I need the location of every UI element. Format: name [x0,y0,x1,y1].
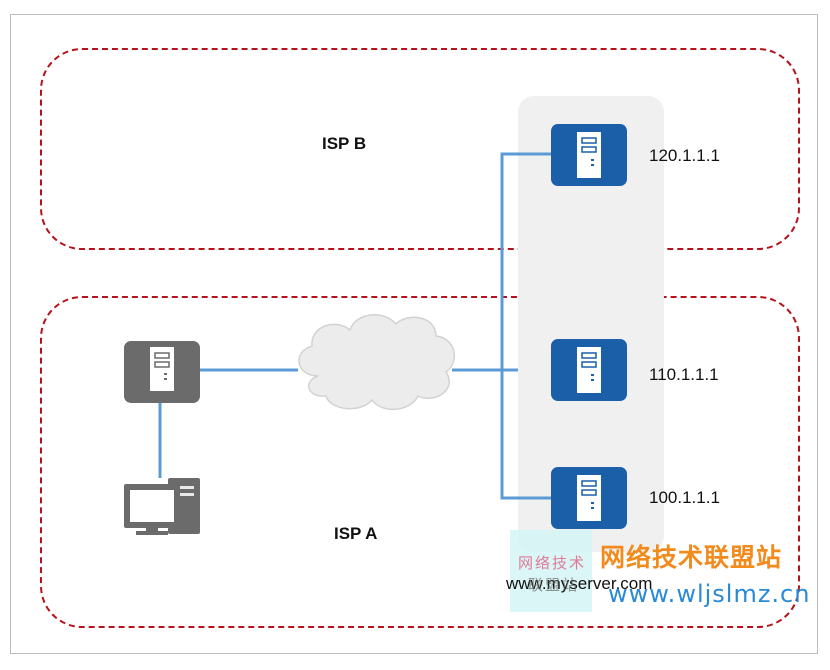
server-icon [150,347,174,391]
trunk-link [500,152,552,500]
watermark-url[interactable]: www.wljslmz.cn [608,580,811,608]
isp-a-label: ISP A [334,524,378,543]
domain-label: www.myserver.com [506,574,653,593]
dns-server[interactable] [124,341,200,403]
isp-b-label: ISP B [322,134,367,153]
isp-a-zone [40,296,800,628]
watermark-title: 网络技术联盟站 [600,543,783,572]
server-120[interactable] [551,124,627,186]
ip-label-100: 100.1.1.1 [649,488,720,507]
server-100[interactable] [551,467,627,529]
server-icon [577,475,601,521]
watermark-small-line2: 联盟站 [528,577,580,594]
diagram-frame [10,14,818,654]
ip-label-110: 110.1.1.1 [649,365,719,384]
watermark-small-line1: 网络技术 [518,555,587,572]
ip-label-120: 120.1.1.1 [649,146,720,165]
server-110[interactable] [551,339,627,401]
desktop-pc-icon [124,478,200,535]
server-icon [577,132,601,178]
isp-b-zone [40,48,800,250]
internet-cloud-icon [298,314,456,410]
watermark-logo-box [510,530,592,612]
server-icon [577,347,601,393]
